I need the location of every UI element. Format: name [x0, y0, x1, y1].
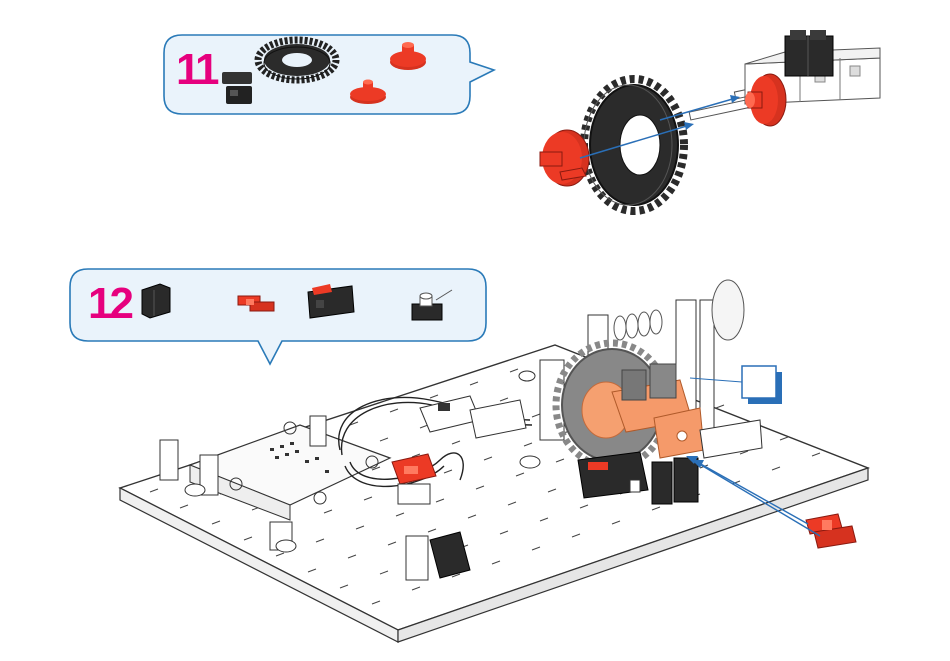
- black-blocks-icon: [652, 458, 698, 504]
- exploded-red-clip-icon: [806, 514, 856, 548]
- black-block-icon: [785, 30, 833, 76]
- step-11-assembly-illustration: [540, 30, 880, 211]
- step-12-number: 12: [88, 279, 132, 328]
- black-micro-switch-icon: [308, 284, 354, 318]
- black-2-slot-block-icon: [222, 72, 252, 104]
- step-11-number: 11: [176, 45, 219, 94]
- mounted-micro-switch-icon: [578, 452, 648, 498]
- step-12-parts-bubble: 12: [70, 269, 486, 364]
- step-11-parts-bubble: 11: [164, 35, 494, 114]
- exploded-gear-icon: [584, 79, 684, 211]
- black-building-block-icon: [142, 284, 170, 318]
